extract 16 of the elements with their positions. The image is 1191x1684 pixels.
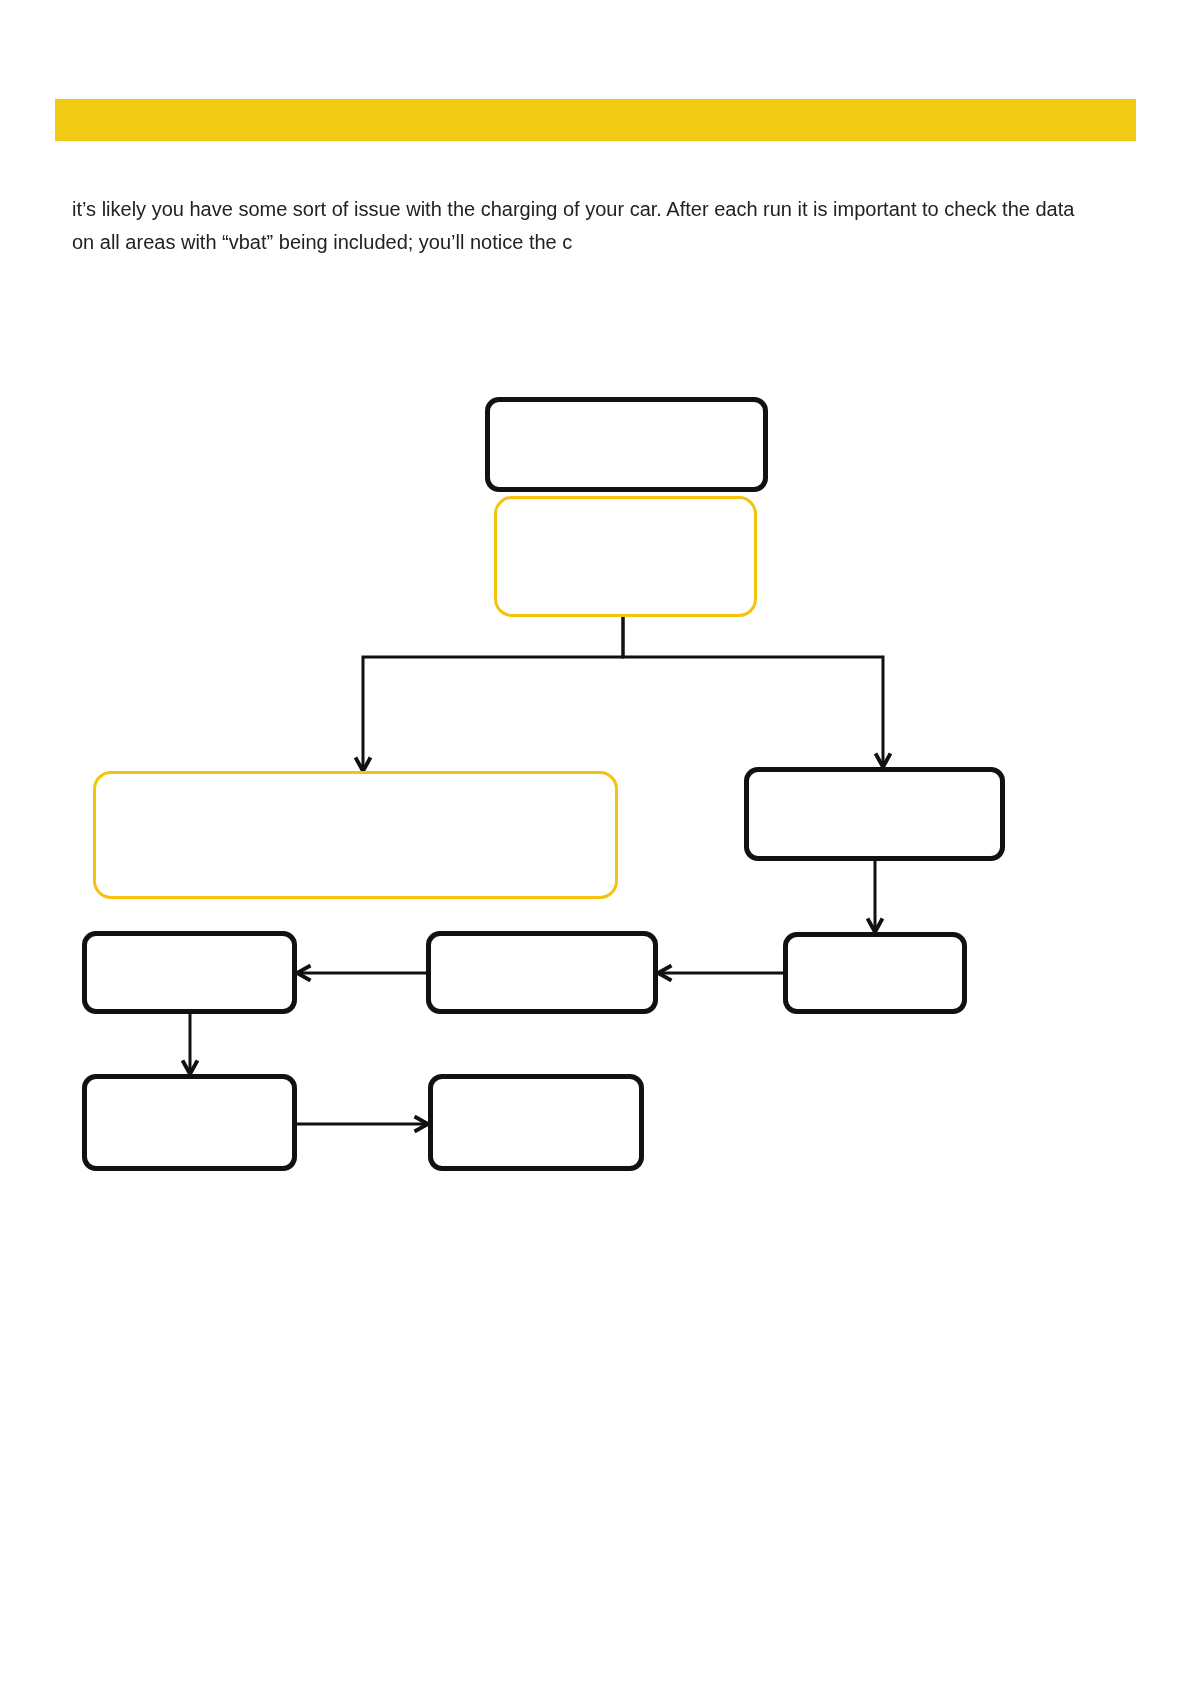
process-box — [783, 932, 967, 1014]
process-box — [82, 1074, 297, 1171]
arrow — [295, 963, 426, 983]
arrow — [180, 1014, 200, 1076]
process-box — [744, 767, 1005, 861]
arrow — [621, 617, 893, 769]
process-box — [428, 1074, 644, 1171]
process-box — [426, 931, 658, 1014]
process-box — [485, 397, 768, 492]
intro-paragraph: it’s likely you have some sort of issue with the charging of your car. After each run it is important to check the data on all areas with “vbat” being included; you’ll notice the c — [72, 197, 1076, 255]
process-box — [93, 771, 618, 899]
arrow — [865, 861, 885, 934]
process-box — [494, 496, 757, 617]
arrow — [656, 963, 783, 983]
process-box — [82, 931, 297, 1014]
arrow — [297, 1114, 430, 1134]
